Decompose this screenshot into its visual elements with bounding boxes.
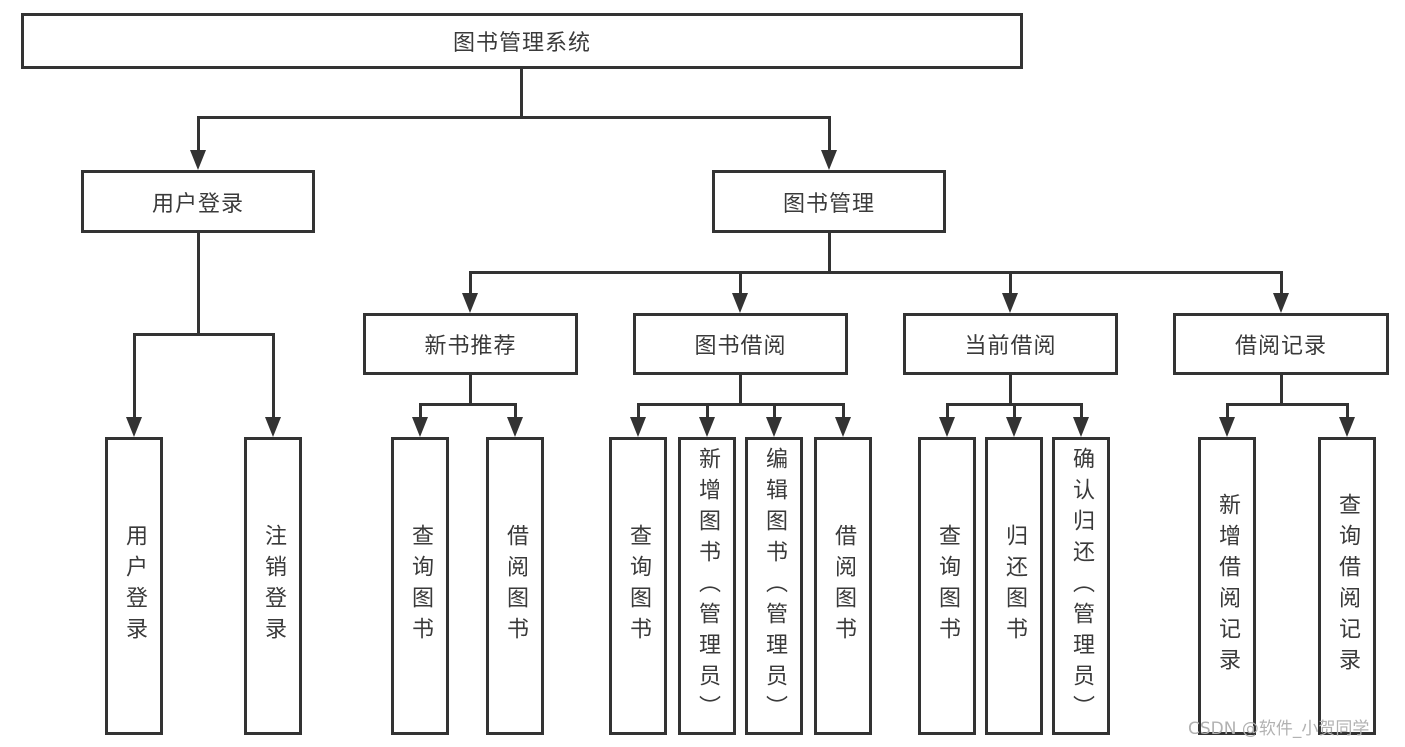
connector-drop-current-borrowing (1009, 271, 1012, 295)
connector-drop-confirm-return (1080, 403, 1083, 419)
connector-drop-borrowing-records (1280, 271, 1283, 295)
connector-user-login-rail (133, 333, 275, 336)
leaf-borrow-books-2: 借阅图书 (814, 437, 872, 735)
connector-drop-borrow-books-2 (842, 403, 845, 419)
connector-drop-query-borrow-record (1346, 403, 1349, 419)
node-book-borrowing: 图书借阅 (633, 313, 848, 375)
leaf-add-borrow-record: 新增借阅记录 (1198, 437, 1256, 735)
leaf-logout-login: 注销登录 (244, 437, 302, 735)
connector-drop-user-login (197, 116, 200, 154)
arrowhead-query-books-3-icon (939, 417, 955, 437)
node-current-borrowing: 当前借阅 (903, 313, 1118, 375)
arrowhead-leaf-user-login-icon (126, 417, 142, 437)
arrowhead-new-book-recommend-icon (462, 293, 478, 313)
connector-current-borrowing-stem (1009, 375, 1012, 405)
connector-book-management-stem (828, 233, 831, 273)
connector-root-rail (197, 116, 831, 119)
connector-drop-query-books-2 (637, 403, 640, 419)
connector-drop-query-books-3 (946, 403, 949, 419)
connector-book-borrowing-stem (739, 375, 742, 405)
arrowhead-query-books-1-icon (412, 417, 428, 437)
connector-drop-query-books-1 (419, 403, 422, 419)
node-root: 图书管理系统 (21, 13, 1023, 69)
arrowhead-book-management-icon (821, 150, 837, 170)
connector-book-management-rail (469, 271, 1283, 274)
leaf-edit-book-admin: 编辑图书（管理员） (745, 437, 803, 735)
connector-new-book-recommend-stem (469, 375, 472, 405)
leaf-return-books: 归还图书 (985, 437, 1043, 735)
csdn-watermark: CSDN @软件_小贺同学 (1188, 719, 1370, 739)
leaf-query-books-2: 查询图书 (609, 437, 667, 735)
arrowhead-user-login-icon (190, 150, 206, 170)
arrowhead-add-borrow-record-icon (1219, 417, 1235, 437)
connector-drop-add-book (706, 403, 709, 419)
arrowhead-confirm-return-icon (1073, 417, 1089, 437)
node-book-management: 图书管理 (712, 170, 946, 233)
node-borrowing-records: 借阅记录 (1173, 313, 1389, 375)
leaf-user-login: 用户登录 (105, 437, 163, 735)
leaf-query-books-1: 查询图书 (391, 437, 449, 735)
node-user-login: 用户登录 (81, 170, 315, 233)
connector-drop-book-management (828, 116, 831, 154)
connector-borrowing-records-rail (1226, 403, 1349, 406)
connector-new-book-recommend-rail (419, 403, 517, 406)
leaf-query-borrow-record: 查询借阅记录 (1318, 437, 1376, 735)
arrowhead-query-borrow-record-icon (1339, 417, 1355, 437)
connector-drop-borrow-books-1 (514, 403, 517, 419)
leaf-confirm-return-admin: 确认归还（管理员） (1052, 437, 1110, 735)
connector-drop-book-borrowing (739, 271, 742, 295)
connector-book-borrowing-rail (637, 403, 845, 406)
arrowhead-leaf-logout-icon (265, 417, 281, 437)
connector-drop-edit-book (773, 403, 776, 419)
connector-drop-new-book-recommend (469, 271, 472, 295)
connector-user-login-stem (197, 233, 200, 335)
leaf-add-book-admin: 新增图书（管理员） (678, 437, 736, 735)
arrowhead-return-books-icon (1006, 417, 1022, 437)
leaf-borrow-books-1: 借阅图书 (486, 437, 544, 735)
leaf-query-books-3: 查询图书 (918, 437, 976, 735)
arrowhead-book-borrowing-icon (732, 293, 748, 313)
node-new-book-recommend: 新书推荐 (363, 313, 578, 375)
arrowhead-borrow-books-2-icon (835, 417, 851, 437)
connector-drop-return-books (1013, 403, 1016, 419)
connector-borrowing-records-stem (1280, 375, 1283, 405)
connector-drop-leaf-user-login (133, 333, 136, 419)
arrowhead-borrowing-records-icon (1273, 293, 1289, 313)
arrowhead-add-book-icon (699, 417, 715, 437)
arrowhead-current-borrowing-icon (1002, 293, 1018, 313)
arrowhead-edit-book-icon (766, 417, 782, 437)
arrowhead-query-books-2-icon (630, 417, 646, 437)
connector-drop-add-borrow-record (1226, 403, 1229, 419)
connector-root-stem (520, 69, 523, 118)
connector-drop-leaf-logout (272, 333, 275, 419)
arrowhead-borrow-books-1-icon (507, 417, 523, 437)
